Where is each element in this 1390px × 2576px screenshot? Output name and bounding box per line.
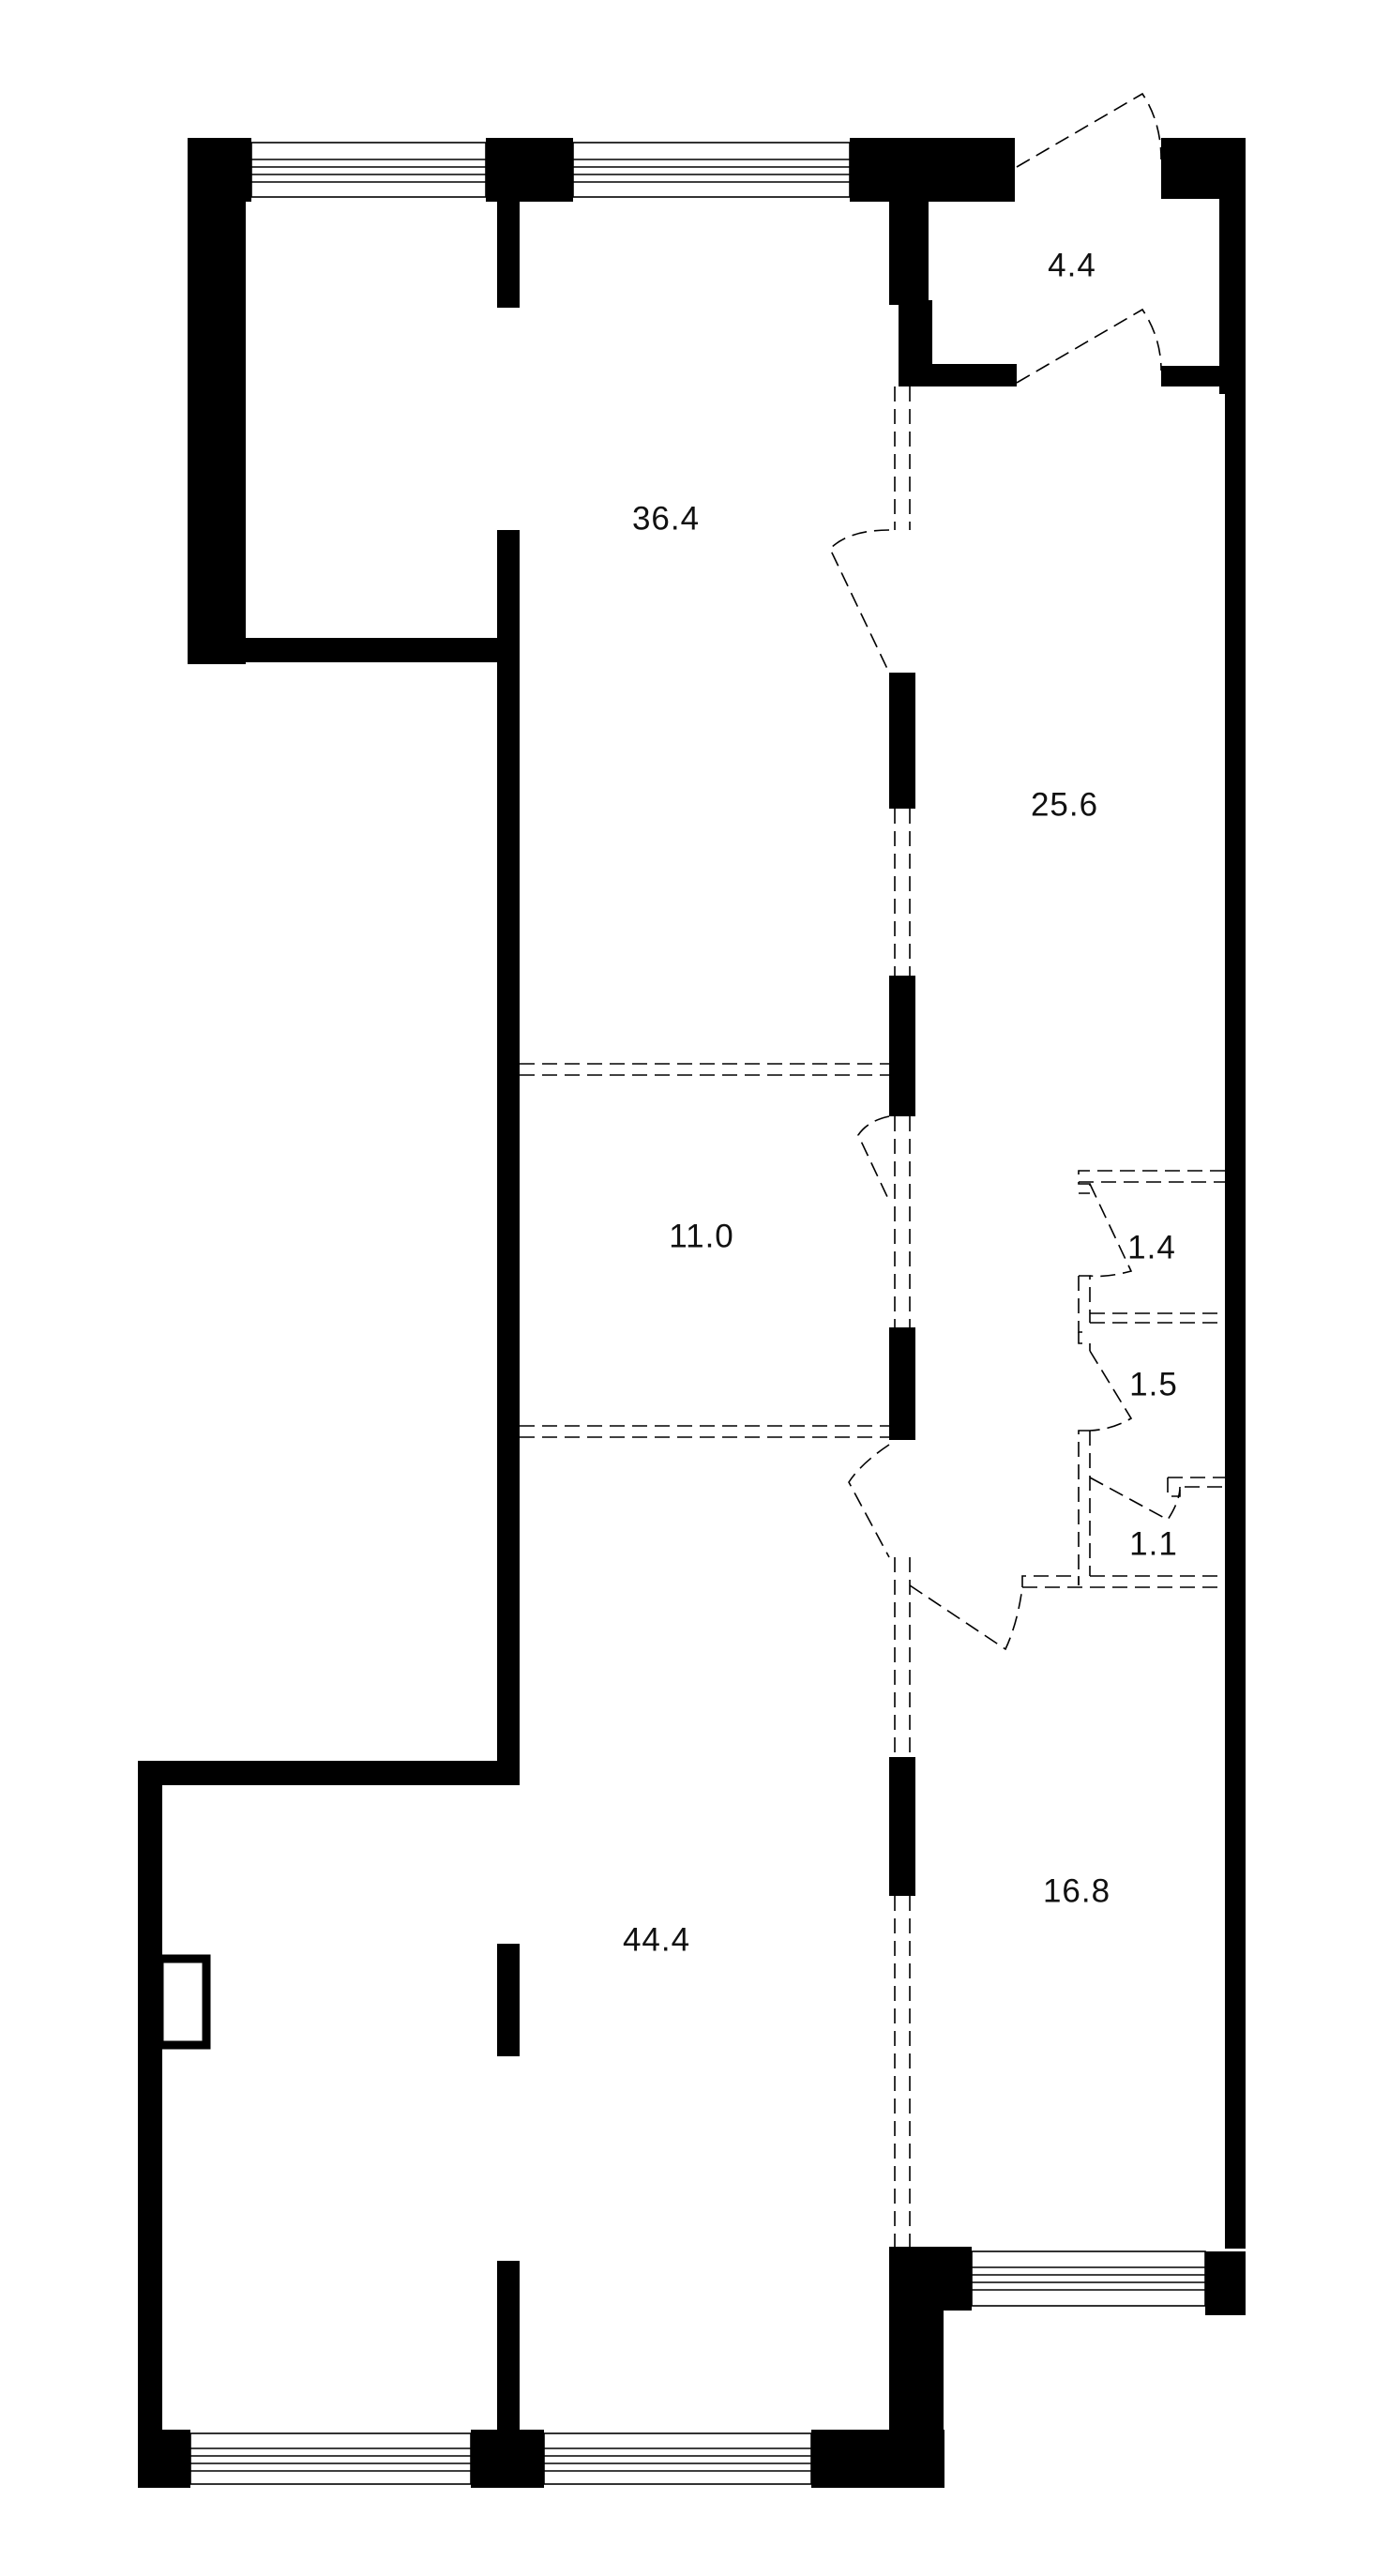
door-wc-1-1 xyxy=(1089,1477,1181,1522)
area-label-1-4: 1.4 xyxy=(1127,1229,1176,1265)
wall-bottom-left-corner xyxy=(138,2430,190,2488)
wall-left-lower xyxy=(138,1761,162,2488)
area-label-4-4: 4.4 xyxy=(1048,247,1096,283)
wall-top-pier xyxy=(486,138,573,202)
wall-lower-top xyxy=(138,1761,520,1785)
area-labels: 36.4 4.4 25.6 11.0 1.4 1.5 1.1 16.8 44.4 xyxy=(623,247,1178,1958)
wall-middle-left xyxy=(497,638,520,1770)
wall-lower-stub-2 xyxy=(497,2261,520,2434)
door-wc-1-5 xyxy=(1089,1350,1133,1432)
column-niche xyxy=(155,1954,211,2050)
door-vestibule-outer xyxy=(1016,92,1162,168)
area-label-25-6: 25.6 xyxy=(1031,786,1098,823)
wall-bottom-mid-pier xyxy=(471,2430,544,2488)
wall-left-upper xyxy=(188,197,246,664)
area-label-11-0: 11.0 xyxy=(669,1218,734,1254)
wall-corridor-seg-2 xyxy=(889,976,915,1116)
wall-vestibule-left xyxy=(889,197,929,305)
area-label-1-1: 1.1 xyxy=(1129,1525,1178,1562)
dashed-partitions xyxy=(520,92,1225,2247)
door-room-36-4 xyxy=(829,529,890,674)
area-label-16-8: 16.8 xyxy=(1043,1872,1110,1909)
door-wc-1-4 xyxy=(1089,1183,1133,1278)
wall-bottom-right-block xyxy=(811,2430,944,2488)
area-label-36-4: 36.4 xyxy=(632,500,700,537)
door-vestibule-inner xyxy=(1016,308,1162,384)
wall-top-left-corner xyxy=(188,138,251,202)
wall-corridor-seg-1 xyxy=(889,673,915,809)
wall-corridor-seg-4 xyxy=(889,1757,915,1896)
wall-lower-stub-1 xyxy=(497,1944,520,2056)
wall-vestibule-right xyxy=(1219,197,1246,394)
area-label-1-5: 1.5 xyxy=(1129,1366,1178,1402)
area-label-44-4: 44.4 xyxy=(623,1921,690,1958)
door-room-44-4 xyxy=(848,1444,890,1558)
window-top-left xyxy=(250,142,487,198)
wall-upper-bottom xyxy=(188,638,499,662)
partition-wc-1-4 xyxy=(1078,1170,1225,1194)
wall-right-main xyxy=(1225,386,1246,2249)
wall-vestibule-bottom-left xyxy=(899,364,1017,386)
wall-partition-top-stub xyxy=(497,197,520,308)
walls xyxy=(138,138,1246,2488)
partition-wc-1-5 xyxy=(1078,1332,1091,1351)
window-bottom-right xyxy=(971,2250,1206,2307)
wall-lower-right-corner xyxy=(889,2247,972,2311)
window-bottom-left xyxy=(189,2432,472,2485)
window-bottom-middle xyxy=(543,2432,812,2485)
windows xyxy=(189,142,1206,2485)
door-room-11-0 xyxy=(857,1115,890,1202)
wall-corridor-seg-3 xyxy=(889,1327,915,1440)
window-top-right xyxy=(572,142,851,198)
wall-top-right-block xyxy=(850,138,1015,202)
wall-vestibule-bottom-right xyxy=(1161,366,1219,386)
wall-top-right-corner xyxy=(1161,138,1246,199)
wall-right-bottom-pier xyxy=(1205,2251,1246,2315)
door-room-16-8 xyxy=(909,1584,1023,1651)
